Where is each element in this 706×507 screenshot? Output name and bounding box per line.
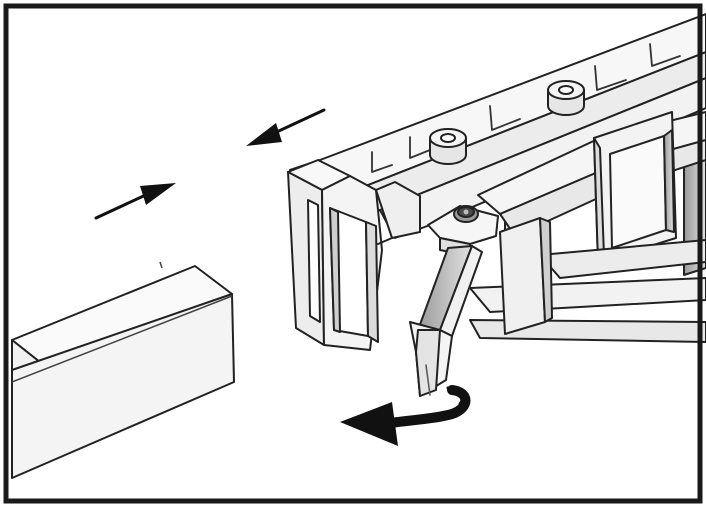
boss-2	[547, 80, 585, 116]
frame-post	[499, 217, 546, 335]
arrow-left-icon	[246, 108, 326, 146]
hinge-screw	[453, 205, 479, 223]
rail-to-block-joint	[375, 181, 421, 239]
drive-tray-frame	[287, 13, 706, 351]
rail-partitions	[371, 43, 681, 173]
arrow-right-icon	[94, 183, 176, 220]
right-box	[593, 111, 677, 263]
front-end-block	[287, 159, 393, 351]
loose-bar-side	[11, 293, 235, 479]
loose-bar	[11, 261, 235, 479]
latch-lever	[409, 205, 499, 397]
lower-rail-upper	[539, 239, 706, 279]
boss-1	[429, 128, 467, 165]
frame-post-side	[539, 217, 553, 323]
front-end-window	[307, 199, 321, 323]
curved-arrow-icon	[340, 385, 471, 446]
figure-border	[3, 3, 703, 504]
